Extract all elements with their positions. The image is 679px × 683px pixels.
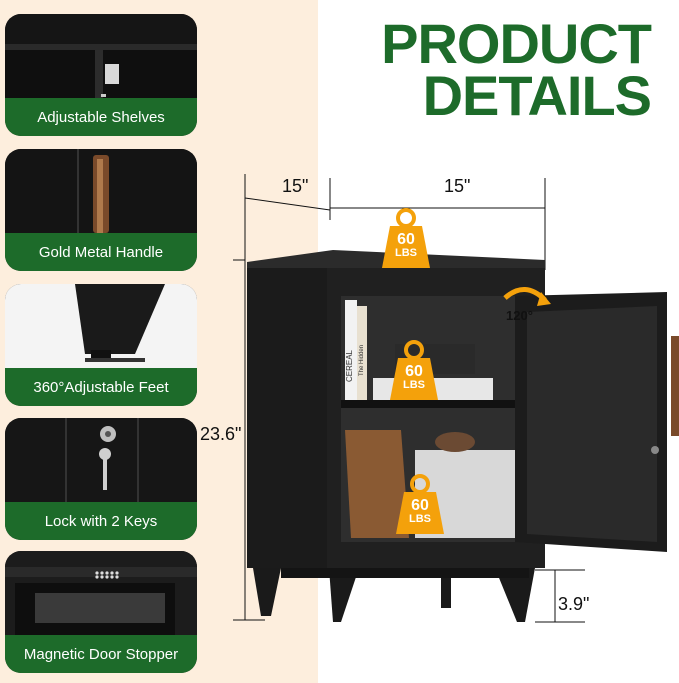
weight-unit: LBS bbox=[403, 379, 425, 391]
depth-label: 15" bbox=[282, 176, 309, 196]
weight-value: 60 bbox=[405, 363, 423, 380]
feature-label: Gold Metal Handle bbox=[5, 233, 197, 271]
door-lock bbox=[651, 446, 659, 454]
feet-photo bbox=[5, 284, 197, 368]
cabinet-shelf bbox=[341, 400, 517, 408]
book-2 bbox=[357, 306, 367, 400]
book-1 bbox=[345, 300, 357, 400]
weight-value: 60 bbox=[397, 231, 415, 248]
dimension-lines bbox=[233, 174, 585, 623]
shelf-bracket-icon bbox=[105, 64, 119, 84]
title-line-2: DETAILS bbox=[422, 64, 652, 127]
foot-icon bbox=[91, 350, 111, 360]
feature-card-lock: Lock with 2 Keys bbox=[5, 418, 197, 540]
leg-front-left bbox=[253, 568, 281, 616]
paper-bag bbox=[345, 430, 409, 538]
weight-unit: LBS bbox=[409, 513, 431, 525]
feature-card-magnet: Magnetic Door Stopper bbox=[5, 551, 197, 673]
weight-unit: LBS bbox=[395, 247, 417, 259]
weight-badge-middle: 60 LBS bbox=[388, 340, 440, 402]
title-line-1: PRODUCT bbox=[381, 12, 652, 75]
cabinet-illustration: CEREAL The Hidden bbox=[233, 174, 679, 623]
cabinet-side bbox=[247, 268, 327, 568]
book-1-title: CEREAL bbox=[345, 349, 354, 382]
book-2-title: The Hidden bbox=[359, 345, 365, 376]
leg-back-left bbox=[329, 568, 359, 622]
magnet-photo bbox=[5, 551, 197, 635]
leg-height-label: 3.9" bbox=[558, 594, 590, 614]
center-foot bbox=[441, 578, 451, 608]
leg-front-right bbox=[495, 568, 535, 622]
handle-photo bbox=[5, 149, 197, 233]
decor-bowl bbox=[435, 432, 475, 452]
page-title: PRODUCT DETAILS bbox=[351, 12, 652, 127]
weight-value: 60 bbox=[411, 497, 429, 514]
feature-card-feet: 360°Adjustable Feet bbox=[5, 284, 197, 406]
weight-icon bbox=[396, 474, 444, 534]
weight-badge-top: 60 LBS bbox=[380, 208, 432, 270]
door-angle-label: 120° bbox=[506, 308, 533, 323]
feature-card-shelves: Adjustable Shelves bbox=[5, 14, 197, 136]
feature-label: Magnetic Door Stopper bbox=[5, 635, 197, 673]
lock-photo bbox=[5, 418, 197, 502]
shelves-photo bbox=[5, 14, 197, 98]
door-panel bbox=[527, 306, 657, 542]
feature-label: Lock with 2 Keys bbox=[5, 502, 197, 540]
weight-icon bbox=[382, 208, 430, 268]
magnet-icon bbox=[95, 571, 119, 579]
height-label: 23.6" bbox=[200, 424, 242, 444]
feature-label: Adjustable Shelves bbox=[5, 98, 197, 136]
door-handle bbox=[671, 336, 679, 436]
base-rail bbox=[281, 568, 529, 578]
feature-label: 360°Adjustable Feet bbox=[5, 368, 197, 406]
weight-icon bbox=[390, 340, 438, 400]
width-label: 15" bbox=[444, 176, 471, 196]
feature-card-handle: Gold Metal Handle bbox=[5, 149, 197, 271]
weight-badge-bottom: 60 LBS bbox=[394, 474, 446, 536]
